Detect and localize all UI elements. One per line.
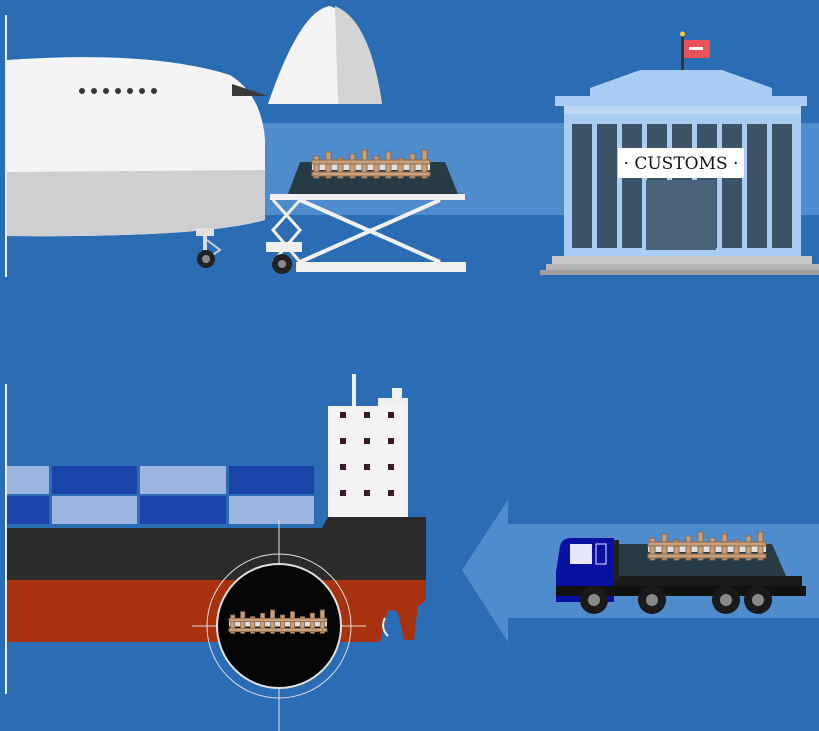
truck-icon (556, 531, 806, 614)
customs-sign-label: · CUSTOMS · (624, 154, 739, 174)
scissor-lift-icon (266, 149, 466, 274)
container-stack (7, 466, 314, 524)
cargo-ship-icon (5, 374, 426, 694)
magnifier-scope-icon (192, 520, 366, 731)
customs-building-icon: · CUSTOMS · (540, 31, 819, 275)
airplane-icon (5, 6, 382, 277)
